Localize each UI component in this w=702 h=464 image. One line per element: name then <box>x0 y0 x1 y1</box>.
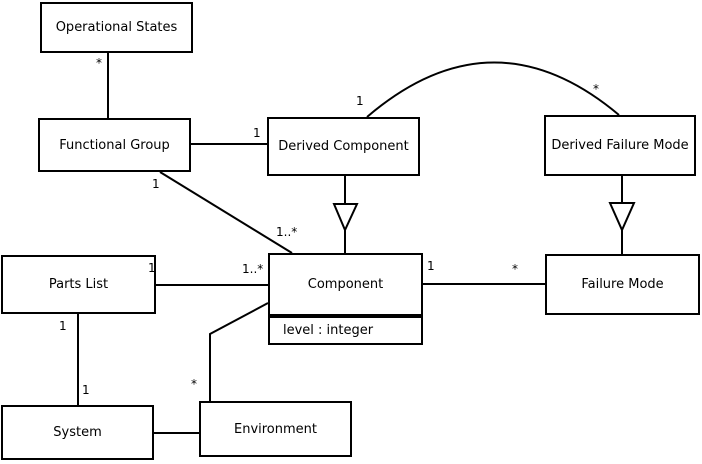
node-label: Component <box>307 277 384 292</box>
node-label: System <box>53 425 102 440</box>
inheritance-triangle-icon <box>332 203 359 233</box>
multiplicity-label: * <box>191 377 197 391</box>
node-parts-list: Parts List <box>1 255 156 314</box>
node-failure-mode: Failure Mode <box>545 254 700 315</box>
multiplicity-label: * <box>593 82 599 96</box>
node-functional-group: Functional Group <box>38 118 191 172</box>
node-label: Derived Component <box>278 139 409 154</box>
multiplicity-label: 1 <box>356 94 364 108</box>
multiplicity-label: * <box>96 56 102 70</box>
node-label: Derived Failure Mode <box>551 138 689 153</box>
multiplicity-label: 1 <box>152 177 160 191</box>
multiplicity-label: 1..* <box>276 225 298 239</box>
node-operational-states: Operational States <box>40 2 193 53</box>
multiplicity-label: 1 <box>82 383 90 397</box>
multiplicity-label: 1 <box>59 319 67 333</box>
edge-derived-component-derived-failure-mode-arc <box>366 61 620 118</box>
edge-component-environment <box>209 302 269 401</box>
node-component: Component level : integer <box>268 253 423 345</box>
component-name-compartment: Component <box>270 255 421 318</box>
node-derived-component: Derived Component <box>267 117 420 176</box>
node-environment: Environment <box>199 401 352 457</box>
multiplicity-label: 1 <box>427 259 435 273</box>
attribute-label: level : integer <box>283 323 374 338</box>
edge-functional-group-component <box>159 171 293 254</box>
node-system: System <box>1 405 154 460</box>
node-label: Operational States <box>55 20 178 35</box>
node-label: Functional Group <box>59 137 170 153</box>
component-attribute-compartment: level : integer <box>270 318 421 343</box>
multiplicity-label: * <box>512 262 518 276</box>
node-label: Failure Mode <box>581 277 664 292</box>
multiplicity-label: 1..* <box>242 262 264 276</box>
multiplicity-label: 1 <box>148 261 156 275</box>
node-derived-failure-mode: Derived Failure Mode <box>544 115 696 176</box>
inheritance-triangle-icon <box>608 202 636 233</box>
node-label: Environment <box>233 421 317 437</box>
node-label: Parts List <box>48 277 109 292</box>
multiplicity-label: 1 <box>253 126 261 140</box>
